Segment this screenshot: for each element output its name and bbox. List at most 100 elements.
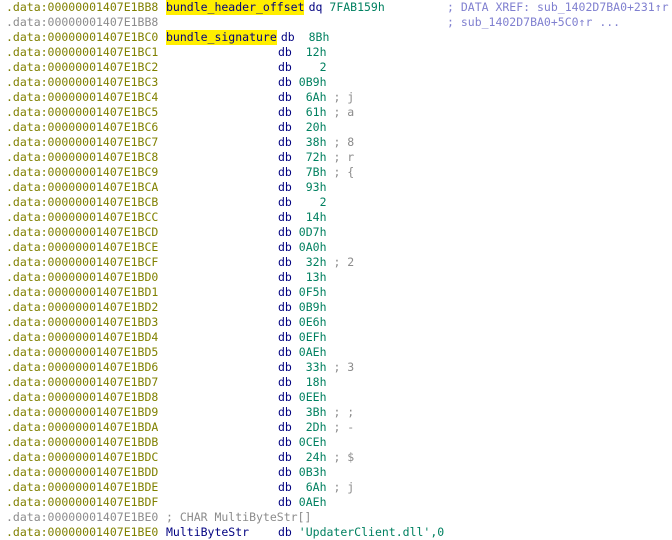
operand[interactable]: 8Bh: [308, 30, 330, 44]
operand[interactable]: 7FAB159h: [329, 0, 385, 14]
operand[interactable]: 0EFh: [298, 330, 327, 344]
address[interactable]: .data:00000001407E1BC1: [6, 45, 159, 59]
operand[interactable]: 93h: [305, 180, 327, 194]
operand[interactable]: 'UpdaterClient.dll',0: [298, 525, 445, 539]
address[interactable]: .data:00000001407E1BB8: [6, 15, 159, 29]
symbol-label[interactable]: bundle_signature: [166, 30, 277, 45]
operand[interactable]: 6Ah: [305, 90, 327, 104]
symbol-label[interactable]: bundle_header_offset: [166, 0, 305, 15]
address[interactable]: .data:00000001407E1BD9: [6, 405, 159, 419]
address[interactable]: .data:00000001407E1BDF: [6, 495, 159, 509]
operand[interactable]: 0B9h: [298, 75, 327, 89]
operand[interactable]: 33h: [305, 360, 327, 374]
operand[interactable]: 13h: [305, 270, 327, 284]
operand[interactable]: 24h: [305, 450, 327, 464]
operand[interactable]: 12h: [305, 45, 327, 59]
address[interactable]: .data:00000001407E1BD5: [6, 345, 159, 359]
operand[interactable]: 2: [319, 195, 327, 209]
address[interactable]: .data:00000001407E1BC0: [6, 30, 159, 44]
address[interactable]: .data:00000001407E1BD6: [6, 360, 159, 374]
address[interactable]: .data:00000001407E1BDE: [6, 480, 159, 494]
address[interactable]: .data:00000001407E1BCE: [6, 240, 159, 254]
operand[interactable]: 6Ah: [305, 480, 327, 494]
address[interactable]: .data:00000001407E1BDD: [6, 465, 159, 479]
address[interactable]: .data:00000001407E1BC5: [6, 105, 159, 119]
operand[interactable]: 0D7h: [298, 225, 327, 239]
operand[interactable]: 38h: [305, 135, 327, 149]
address[interactable]: .data:00000001407E1BC6: [6, 120, 159, 134]
address[interactable]: .data:00000001407E1BCA: [6, 180, 159, 194]
operand[interactable]: 3Bh: [305, 405, 327, 419]
operand[interactable]: 61h: [305, 105, 327, 119]
address[interactable]: .data:00000001407E1BCB: [6, 195, 159, 209]
address[interactable]: .data:00000001407E1BD7: [6, 375, 159, 389]
address[interactable]: .data:00000001407E1BC9: [6, 165, 159, 179]
address[interactable]: .data:00000001407E1BC7: [6, 135, 159, 149]
address[interactable]: .data:00000001407E1BE0: [6, 525, 159, 539]
operand[interactable]: 14h: [305, 210, 327, 224]
operand[interactable]: 7Bh: [305, 165, 327, 179]
address[interactable]: .data:00000001407E1BCD: [6, 225, 159, 239]
address[interactable]: .data:00000001407E1BE0: [6, 510, 159, 524]
symbol-label[interactable]: MultiByteStr: [166, 525, 250, 539]
listing-line[interactable]: .data:00000001407E1BB8 bundle_header_offs…: [0, 0, 672, 15]
address[interactable]: .data:00000001407E1BC4: [6, 90, 159, 104]
operand[interactable]: 18h: [305, 375, 327, 389]
operand[interactable]: 0AEh: [298, 345, 327, 359]
listing-line[interactable]: .data:00000001407E1BB8; sub_1402D7BA0+5C…: [0, 15, 672, 30]
address[interactable]: .data:00000001407E1BC3: [6, 75, 159, 89]
operand[interactable]: 0A0h: [298, 240, 327, 254]
address[interactable]: .data:00000001407E1BD1: [6, 285, 159, 299]
operand[interactable]: 0AEh: [298, 495, 327, 509]
operand[interactable]: 32h: [305, 255, 327, 269]
xref-comment[interactable]: ; DATA XREF: sub_1402D7BA0+231↑r: [447, 0, 669, 14]
address[interactable]: .data:00000001407E1BDB: [6, 435, 159, 449]
address[interactable]: .data:00000001407E1BB8: [6, 0, 159, 14]
operand[interactable]: 2Dh: [305, 420, 327, 434]
operand[interactable]: 0CEh: [298, 435, 327, 449]
address[interactable]: .data:00000001407E1BD0: [6, 270, 159, 284]
operand[interactable]: 0E6h: [298, 315, 327, 329]
address[interactable]: .data:00000001407E1BD8: [6, 390, 159, 404]
address[interactable]: .data:00000001407E1BCC: [6, 210, 159, 224]
address[interactable]: .data:00000001407E1BDC: [6, 450, 159, 464]
address[interactable]: .data:00000001407E1BD4: [6, 330, 159, 344]
operand[interactable]: 20h: [305, 120, 327, 134]
operand[interactable]: 2: [319, 60, 327, 74]
address[interactable]: .data:00000001407E1BDA: [6, 420, 159, 434]
address[interactable]: .data:00000001407E1BC2: [6, 60, 159, 74]
operand[interactable]: 0F5h: [298, 285, 327, 299]
